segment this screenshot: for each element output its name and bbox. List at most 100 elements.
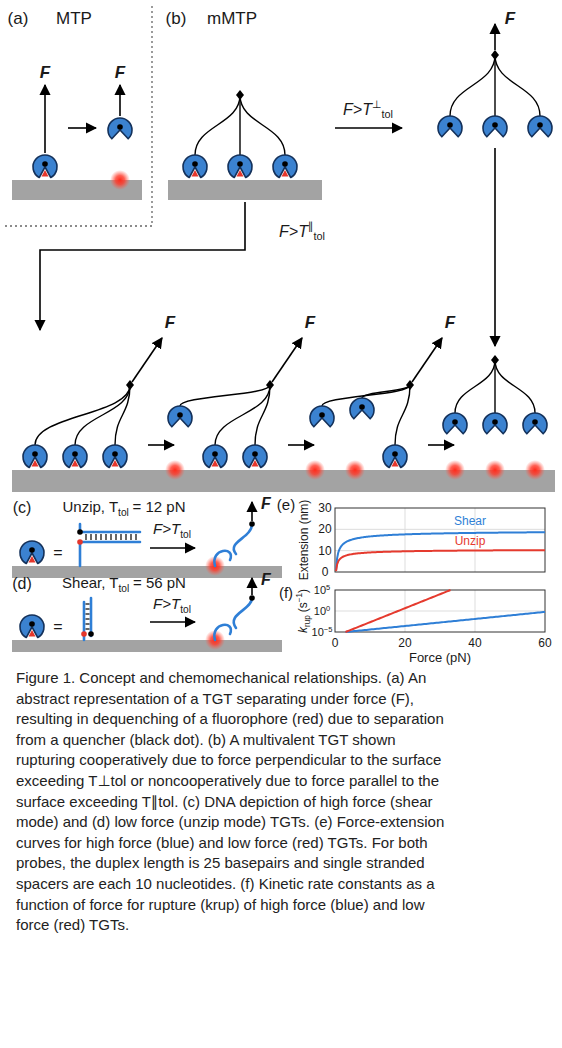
plot-frame xyxy=(335,508,545,572)
open-probe xyxy=(350,398,374,419)
fluorophore-glow xyxy=(485,460,505,480)
axis-title: (s xyxy=(296,602,310,612)
open-probe xyxy=(443,413,467,434)
curve-label: Unzip xyxy=(455,534,486,548)
arrow xyxy=(132,338,162,382)
equals-sign-group: = xyxy=(53,545,62,561)
panel-letter: (b) xyxy=(166,9,187,28)
panel-title-group: mMTP xyxy=(207,10,257,27)
open-probe xyxy=(523,413,547,434)
base-pair xyxy=(86,608,90,609)
panel-title: Unzip, T xyxy=(62,498,118,515)
surface xyxy=(12,470,555,492)
closed-probe xyxy=(243,445,267,468)
fluorophore-glow xyxy=(345,460,365,480)
figure-caption: Figure 1. Concept and chemomechanical re… xyxy=(16,668,448,936)
force-label: F xyxy=(261,495,271,512)
fluorophore-glow xyxy=(305,460,325,480)
curve-label-group: Shear xyxy=(454,515,486,527)
axis-title: Force (pN) xyxy=(409,650,471,665)
linker xyxy=(395,385,410,445)
tick-label: 10 xyxy=(318,544,331,558)
panel-title-group: Shear, Ttol= 56 pN xyxy=(62,575,186,594)
open-probe xyxy=(483,413,507,434)
arrow xyxy=(251,578,253,595)
dna-strand xyxy=(80,542,140,566)
surface xyxy=(168,180,322,200)
linker xyxy=(495,360,535,413)
dna-strand xyxy=(214,551,231,566)
linker xyxy=(240,95,285,155)
panel-title: tol xyxy=(118,582,129,593)
arrow xyxy=(272,338,302,382)
closed-probe xyxy=(183,155,207,178)
base-pair xyxy=(125,534,126,540)
equals-sign: = xyxy=(53,618,62,635)
threshold-label-group: F>T∥tol xyxy=(279,221,325,242)
equals-sign: = xyxy=(53,544,62,561)
grid-line xyxy=(405,508,406,572)
base-pair xyxy=(86,618,90,619)
linker xyxy=(180,385,270,406)
force-label-group: F xyxy=(445,314,455,331)
force-label-group: F xyxy=(261,572,271,588)
threshold-label-group: F>Ttol xyxy=(153,521,191,540)
grid-line xyxy=(335,611,545,612)
tick-label: 60 xyxy=(538,636,551,650)
tick-label: 30 xyxy=(318,501,331,515)
linker xyxy=(255,385,270,445)
fluorophore-glow xyxy=(165,460,185,480)
arrow xyxy=(148,444,174,446)
unzip-curve xyxy=(336,550,545,571)
panel-title: tol xyxy=(118,506,129,517)
force-label: F xyxy=(40,63,50,82)
equals-sign-group: = xyxy=(53,619,62,635)
axis-title-group: Extension (nm) xyxy=(298,500,310,581)
arrow xyxy=(494,148,496,346)
tick-label-group: 100 xyxy=(314,605,330,617)
arrow xyxy=(288,444,314,446)
tick-label: 20 xyxy=(398,636,411,650)
linker xyxy=(115,385,130,445)
curve-label: Shear xyxy=(454,514,486,528)
panel-letter: (d) xyxy=(12,575,32,592)
threshold-label: tol xyxy=(180,603,191,614)
closed-probe xyxy=(20,541,44,564)
linker xyxy=(495,55,540,116)
arrow xyxy=(412,338,442,382)
force-label: F xyxy=(445,313,455,332)
dna-strand xyxy=(234,524,252,554)
arrow xyxy=(335,127,402,129)
dna-strand xyxy=(90,598,93,636)
plot-frame xyxy=(335,590,545,632)
open-probe xyxy=(528,116,552,137)
panel-title: MTP xyxy=(56,9,92,28)
tick-label: 0 xyxy=(322,565,329,579)
base-pair xyxy=(110,534,111,540)
fluorophore-glow xyxy=(525,460,545,480)
threshold-label: F>T xyxy=(153,520,180,537)
linker xyxy=(215,385,270,445)
axis-title: rup xyxy=(303,615,312,627)
arrow xyxy=(119,85,121,116)
unzip-rate-curve xyxy=(346,590,451,632)
panel-letter-group: (e) xyxy=(277,497,295,512)
fluorophore-glow xyxy=(445,460,465,480)
force-label: F xyxy=(305,313,315,332)
linker xyxy=(362,385,410,398)
tick-label-group: 20 xyxy=(398,637,411,649)
panel-letter-group: (c) xyxy=(13,500,32,516)
base-pair xyxy=(85,534,86,540)
dye-dot xyxy=(81,631,87,637)
threshold-label: F>T xyxy=(153,595,180,612)
junction-diamond xyxy=(491,355,499,365)
linker xyxy=(455,360,495,413)
shear-curve xyxy=(336,532,545,570)
open-probe xyxy=(108,118,132,139)
tick-label-group: 10−5 xyxy=(312,626,333,638)
threshold-label: tol xyxy=(313,231,325,243)
closed-probe xyxy=(23,445,47,468)
panel-divider xyxy=(2,6,152,226)
dna-strand xyxy=(214,625,231,640)
